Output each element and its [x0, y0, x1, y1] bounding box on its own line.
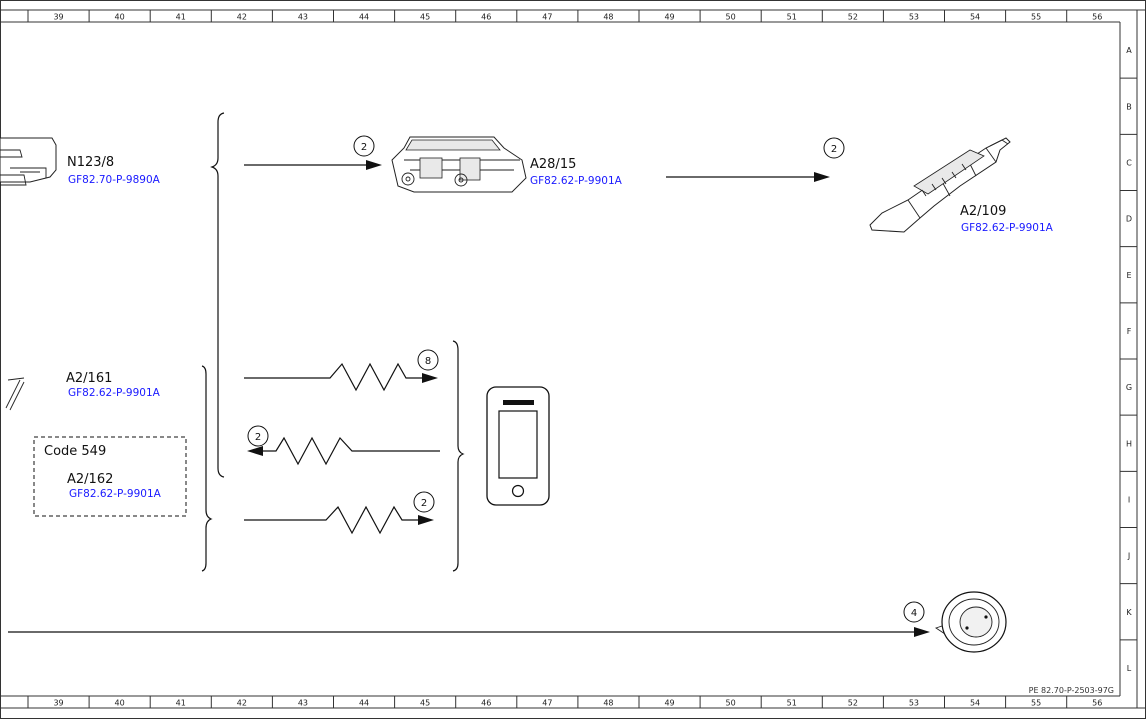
n123-8-label: N123/8 [67, 155, 114, 170]
arrow-to-speaker [8, 627, 930, 637]
number-marker-wireless-out-top: 8 [417, 349, 439, 371]
row-label-I: I [1128, 495, 1130, 504]
row-label-A: A [1126, 46, 1132, 55]
document-id: PE 82.70-P-2503-97G [1029, 686, 1114, 695]
wave-connection-icon-top [244, 362, 438, 392]
column-label-bottom-43: 43 [298, 699, 308, 708]
svg-text:2: 2 [361, 142, 367, 153]
a28-15-ref-link[interactable]: GF82.62-P-9901A [530, 175, 623, 187]
row-label-C: C [1126, 158, 1132, 167]
row-ruler-right: A B C D E F G H I J K L [1120, 46, 1137, 673]
number-marker-wireless-out-bottom: 2 [413, 491, 435, 513]
column-label-bottom-51: 51 [787, 699, 797, 708]
column-label-42: 42 [237, 13, 247, 22]
row-label-K: K [1126, 608, 1132, 617]
column-ruler-bottom: 39 40 41 42 43 44 45 46 47 48 49 50 51 52 53 54 55 56 [27, 696, 1102, 708]
a2-109-ref-link[interactable]: GF82.62-P-9901A [961, 222, 1054, 234]
column-label-53: 53 [909, 13, 919, 22]
row-label-G: G [1126, 383, 1132, 392]
column-label-41: 41 [176, 13, 186, 22]
column-label-50: 50 [726, 13, 736, 22]
column-label-43: 43 [298, 13, 308, 22]
n123-8-ref-link[interactable]: GF82.70-P-9890A [68, 174, 161, 186]
a2-109-label: A2/109 [960, 204, 1006, 219]
column-label-bottom-45: 45 [420, 699, 430, 708]
code-549-box [33, 436, 187, 517]
row-label-H: H [1126, 439, 1132, 448]
lower-left-brace [201, 365, 213, 572]
column-label-47: 47 [542, 13, 552, 22]
a2-161-ref-link[interactable]: GF82.62-P-9901A [68, 387, 161, 399]
svg-text:2: 2 [831, 144, 837, 155]
code-549-label: Code 549 [44, 444, 106, 459]
speaker-icon [934, 591, 1007, 653]
row-label-E: E [1126, 271, 1131, 280]
column-label-bottom-55: 55 [1031, 699, 1041, 708]
column-label-bottom-42: 42 [237, 699, 247, 708]
column-label-51: 51 [787, 13, 797, 22]
row-label-B: B [1126, 102, 1132, 111]
column-label-45: 45 [420, 13, 430, 22]
upper-brace [210, 112, 225, 478]
column-label-bottom-48: 48 [603, 699, 613, 708]
column-label-44: 44 [359, 13, 369, 22]
column-label-bottom-40: 40 [115, 699, 125, 708]
column-label-bottom-49: 49 [664, 699, 674, 708]
column-label-bottom-53: 53 [909, 699, 919, 708]
column-label-bottom-50: 50 [726, 699, 736, 708]
wave-connection-icon-bottom [244, 505, 434, 535]
a2-162-label: A2/162 [67, 472, 113, 487]
column-label-40: 40 [115, 13, 125, 22]
svg-text:8: 8 [425, 356, 431, 367]
a2-162-ref-link[interactable]: GF82.62-P-9901A [69, 488, 162, 500]
column-label-bottom-41: 41 [176, 699, 186, 708]
column-label-52: 52 [848, 13, 858, 22]
column-label-bottom-39: 39 [53, 699, 63, 708]
column-label-39: 39 [53, 13, 63, 22]
arrow-to-a2-109 [666, 172, 830, 182]
a28-15-label: A28/15 [530, 157, 576, 172]
number-marker-wireless-in: 2 [247, 425, 269, 447]
number-marker-a28-in: 2 [353, 135, 375, 157]
a2-161-label: A2/161 [66, 371, 112, 386]
column-label-56: 56 [1092, 13, 1102, 22]
smartphone-icon [486, 386, 550, 506]
column-label-bottom-46: 46 [481, 699, 491, 708]
column-label-49: 49 [664, 13, 674, 22]
a2-109-antenna-module-icon [869, 137, 1011, 233]
n123-8-control-unit-icon [0, 137, 57, 186]
row-label-J: J [1127, 552, 1130, 561]
row-label-L: L [1127, 664, 1132, 673]
a2-161-antenna-icon [5, 377, 25, 411]
wave-connection-icon-middle [247, 436, 440, 466]
row-label-D: D [1126, 215, 1132, 224]
svg-text:2: 2 [421, 498, 427, 509]
column-label-46: 46 [481, 13, 491, 22]
column-label-55: 55 [1031, 13, 1041, 22]
column-ruler-top: 39 40 41 42 43 44 45 46 47 48 49 50 51 52 53 54 55 56 [27, 10, 1102, 22]
number-marker-a2-109-in: 2 [823, 137, 845, 159]
column-label-bottom-44: 44 [359, 699, 369, 708]
row-label-F: F [1127, 327, 1132, 336]
column-label-54: 54 [970, 13, 980, 22]
column-label-bottom-47: 47 [542, 699, 552, 708]
svg-text:2: 2 [255, 432, 261, 443]
svg-text:4: 4 [911, 608, 917, 619]
phone-brace [452, 340, 465, 572]
column-label-bottom-54: 54 [970, 699, 980, 708]
a28-15-module-icon [391, 136, 527, 193]
arrow-to-a28-15 [244, 160, 382, 170]
column-label-bottom-52: 52 [848, 699, 858, 708]
number-marker-horn-in: 4 [903, 601, 925, 623]
column-label-bottom-56: 56 [1092, 699, 1102, 708]
column-label-48: 48 [603, 13, 613, 22]
